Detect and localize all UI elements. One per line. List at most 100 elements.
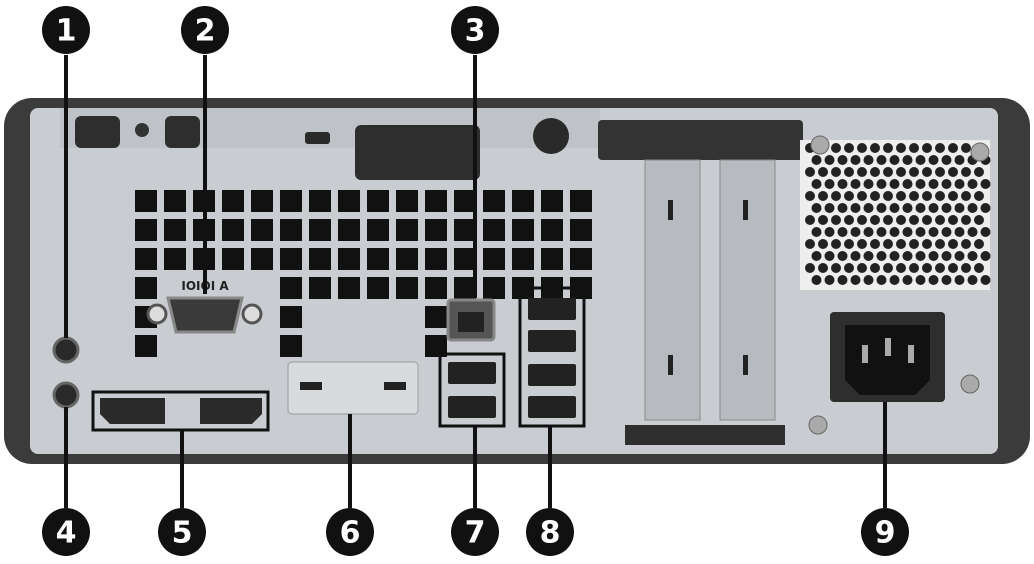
grille-hole (922, 263, 932, 273)
grille-hole (837, 179, 848, 189)
grille-hole (805, 191, 815, 201)
vent-hole (541, 219, 563, 241)
grille-hole (863, 179, 874, 189)
grille-hole (935, 215, 945, 225)
grille-hole (974, 239, 984, 249)
grille-hole (941, 155, 952, 165)
expansion-bracket (598, 120, 803, 160)
serial-port (146, 296, 263, 334)
grille-hole (811, 203, 822, 213)
vent-hole (164, 190, 186, 212)
vent-hole (338, 190, 360, 212)
vent-hole (512, 219, 534, 241)
power-pin (908, 345, 914, 363)
grille-hole (876, 251, 887, 261)
vent-hole (454, 190, 476, 212)
grille-hole (902, 203, 913, 213)
grille-hole (844, 239, 854, 249)
vent-hole (483, 248, 505, 270)
grille-hole (941, 227, 952, 237)
grille-hole (876, 203, 887, 213)
grille-hole (896, 191, 906, 201)
expansion-slot-cover-1 (644, 159, 701, 421)
usb3-port-2 (528, 330, 576, 352)
callout-number: 5 (172, 516, 193, 551)
grille-hole (909, 191, 919, 201)
vent-hole (338, 248, 360, 270)
grille-hole (948, 167, 958, 177)
top-tab-left (75, 116, 120, 148)
grille-hole (967, 179, 978, 189)
grille-hole (909, 143, 919, 153)
audio-line-out-jack (52, 381, 80, 409)
grille-hole (850, 275, 861, 285)
grille-hole (818, 167, 828, 177)
usb2-port-1 (448, 362, 496, 384)
grille-hole (980, 275, 991, 285)
grille-hole (922, 215, 932, 225)
grille-hole (889, 179, 900, 189)
vent-hole (309, 219, 331, 241)
grille-hole (896, 215, 906, 225)
vent-hole (454, 277, 476, 299)
grille-hole (980, 179, 991, 189)
callout-number: 4 (56, 516, 77, 551)
grille-hole (948, 239, 958, 249)
slot-hole (743, 200, 748, 220)
screw (808, 415, 828, 435)
callout-number: 6 (340, 516, 361, 551)
grille-hole (870, 191, 880, 201)
vent-hole (280, 248, 302, 270)
grille-hole (844, 263, 854, 273)
grille-hole (928, 275, 939, 285)
thumbscrew (533, 118, 569, 154)
grille-hole (811, 251, 822, 261)
grille-hole (889, 155, 900, 165)
grille-hole (857, 239, 867, 249)
grille-hole (883, 239, 893, 249)
grille-hole (876, 155, 887, 165)
grille-hole (837, 203, 848, 213)
grille-hole (974, 263, 984, 273)
vent-hole (425, 306, 447, 328)
grille-hole (909, 167, 919, 177)
grille-hole (824, 155, 835, 165)
screw-hole (135, 123, 149, 137)
grille-hole (824, 227, 835, 237)
grille-hole (824, 179, 835, 189)
vent-hole (251, 219, 273, 241)
grille-hole (954, 203, 965, 213)
vent-hole (367, 277, 389, 299)
slot-hole (743, 355, 748, 375)
grille-hole (941, 275, 952, 285)
grille-hole (870, 143, 880, 153)
vent-hole (483, 277, 505, 299)
grille-hole (824, 251, 835, 261)
callout-marker-8 (526, 508, 574, 556)
vent-hole (222, 248, 244, 270)
vent-hole (280, 219, 302, 241)
grille-hole (961, 167, 971, 177)
vent-hole (135, 277, 157, 299)
grille-hole (980, 203, 991, 213)
power-pin (885, 338, 891, 356)
rj45-socket (458, 312, 484, 332)
grille-hole (928, 251, 939, 261)
vent-hole (367, 219, 389, 241)
grille-hole (902, 227, 913, 237)
grille-hole (844, 143, 854, 153)
vent-hole (570, 248, 592, 270)
grille-hole (857, 215, 867, 225)
callout-number: 1 (56, 14, 77, 49)
grille-hole (831, 263, 841, 273)
vent-hole (222, 219, 244, 241)
grille-hole (980, 251, 991, 261)
optional-port-cover (287, 361, 419, 415)
grille-hole (889, 275, 900, 285)
grille-hole (811, 179, 822, 189)
grille-hole (961, 143, 971, 153)
grille-hole (876, 275, 887, 285)
grille-hole (844, 167, 854, 177)
grille-hole (818, 239, 828, 249)
